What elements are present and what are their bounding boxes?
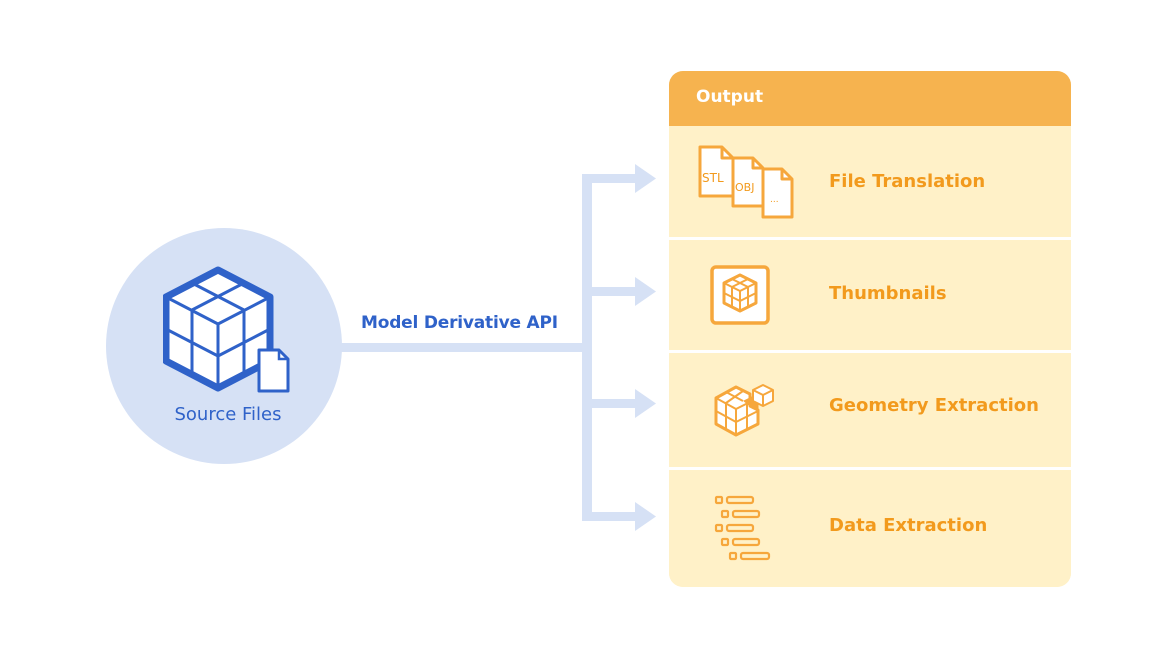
api-line: [340, 343, 590, 352]
more-format-label: ...: [770, 195, 779, 205]
file-formats-icon: STL OBJ ...: [698, 145, 794, 219]
file-icon: [257, 348, 290, 393]
data-extraction-label: Data Extraction: [829, 515, 988, 536]
source-files-label: Source Files: [174, 404, 282, 425]
cube-with-file-icon: [163, 266, 290, 393]
obj-format-label: OBJ: [735, 181, 754, 194]
row-divider: [669, 467, 1071, 470]
output-item-thumbnails: Thumbnails: [669, 240, 1071, 350]
thumbnails-label: Thumbnails: [829, 283, 947, 304]
arrow-data-extraction: [582, 502, 656, 531]
geometry-extraction-label: Geometry Extraction: [829, 395, 1039, 416]
arrow-file-translation: [582, 164, 656, 193]
row-divider: [669, 237, 1071, 240]
output-item-geometry-extraction: Geometry Extraction: [669, 353, 1071, 467]
geometry-extraction-icon: [714, 384, 774, 437]
stl-format-label: STL: [702, 171, 724, 185]
thumbnail-cube-icon: [710, 265, 770, 325]
row-divider: [669, 350, 1071, 353]
output-title: Output: [696, 87, 764, 107]
branch-trunk: [582, 174, 592, 521]
arrow-geometry-extraction: [582, 389, 656, 418]
output-header: Output: [669, 71, 1071, 126]
model-derivative-api-label: Model Derivative API: [361, 313, 558, 333]
output-panel: Output STL OBJ ... File Translation: [669, 71, 1071, 587]
output-item-file-translation: STL OBJ ... File Translation: [669, 126, 1071, 237]
file-translation-label: File Translation: [829, 171, 986, 192]
data-tree-icon: [714, 495, 771, 561]
arrow-thumbnails: [582, 277, 656, 306]
output-item-data-extraction: Data Extraction: [669, 470, 1071, 587]
